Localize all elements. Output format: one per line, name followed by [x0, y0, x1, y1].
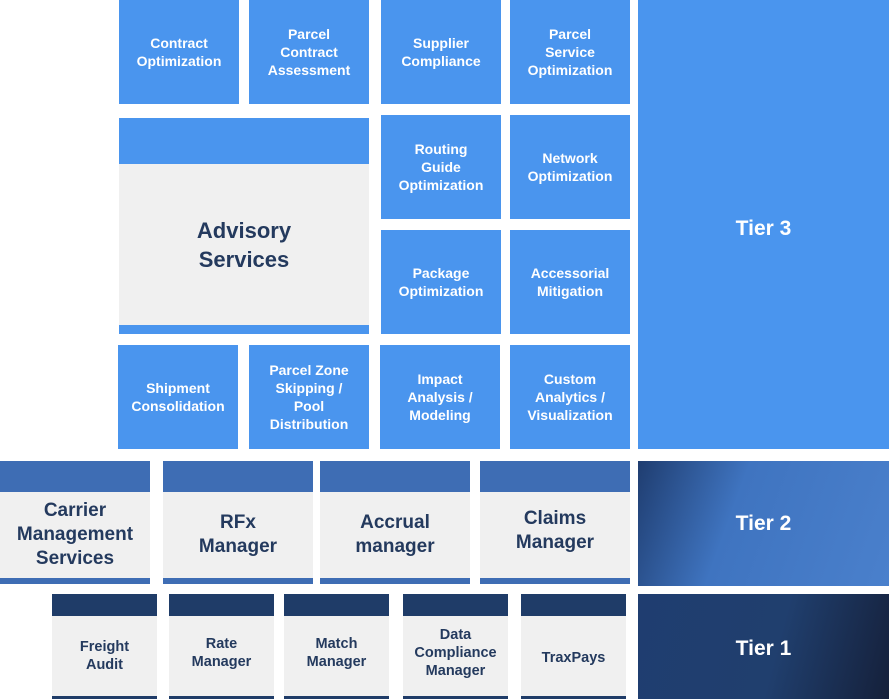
- tier1-data-compliance-manager: Data Compliance Manager: [403, 616, 508, 696]
- tier1-freight-audit: Freight Audit: [52, 616, 157, 696]
- tier3-label: Tier 3: [735, 216, 792, 240]
- tier1-match-manager: Match Manager: [284, 616, 389, 696]
- tier3-label-box: Tier 3: [638, 0, 889, 449]
- advisory-services-label: Advisory Services: [196, 217, 292, 272]
- tier1-item-bottom-bar: [52, 696, 157, 699]
- tier2-accrual-manager: Accrual manager: [320, 492, 470, 578]
- tile-label: Contract Optimization: [136, 35, 222, 69]
- tier2-item-top-bar: [480, 461, 630, 492]
- tier1-label-box: Tier 1: [638, 594, 889, 699]
- tile-parcel-contract-assessment: Parcel Contract Assessment: [249, 0, 369, 104]
- tier1-item-bottom-bar: [169, 696, 274, 699]
- tier2-item-bottom-bar: [320, 578, 470, 584]
- tier1-item-label: Rate Manager: [191, 636, 252, 670]
- tile-label: Parcel Service Optimization: [527, 26, 613, 78]
- tier1-traxpays: TraxPays: [521, 616, 626, 696]
- tier2-label: Tier 2: [735, 511, 792, 535]
- tier2-item-top-bar: [163, 461, 313, 492]
- tile-label: Parcel Zone Skipping / Pool Distribution: [269, 362, 349, 432]
- tile-label: Supplier Compliance: [401, 35, 481, 69]
- tier2-carrier-management: Carrier Management Services: [0, 492, 150, 578]
- tile-package-optimization: Package Optimization: [381, 230, 501, 334]
- tier1-item-top-bar: [284, 594, 389, 616]
- advisory-services-panel: Advisory Services: [119, 164, 369, 325]
- tier1-item-top-bar: [403, 594, 508, 616]
- tile-accessorial-mitigation: Accessorial Mitigation: [510, 230, 630, 334]
- tile-label: Parcel Contract Assessment: [267, 26, 351, 78]
- tier2-rfx-manager: RFx Manager: [163, 492, 313, 578]
- tier2-item-top-bar: [320, 461, 470, 492]
- tile-label: Shipment Consolidation: [131, 380, 225, 414]
- tile-parcel-service-optimization: Parcel Service Optimization: [510, 0, 630, 104]
- tier1-item-top-bar: [521, 594, 626, 616]
- tier2-item-label: RFx Manager: [198, 512, 278, 557]
- tile-impact-analysis: Impact Analysis / Modeling: [380, 345, 500, 449]
- tier1-item-bottom-bar: [403, 696, 508, 699]
- tier1-item-label: Data Compliance Manager: [414, 627, 497, 679]
- tile-custom-analytics: Custom Analytics / Visualization: [510, 345, 630, 449]
- tier2-claims-manager: Claims Manager: [480, 492, 630, 578]
- tier1-item-top-bar: [169, 594, 274, 616]
- tier1-label: Tier 1: [735, 636, 792, 660]
- tile-label: Network Optimization: [527, 150, 613, 184]
- tier1-item-bottom-bar: [521, 696, 626, 699]
- tile-label: Impact Analysis / Modeling: [407, 371, 473, 423]
- tile-label: Package Optimization: [398, 265, 484, 299]
- tile-routing-guide-optimization: Routing Guide Optimization: [381, 115, 501, 219]
- tier2-label-box: Tier 2: [638, 461, 889, 586]
- tier1-item-top-bar: [52, 594, 157, 616]
- tile-contract-optimization: Contract Optimization: [119, 0, 239, 104]
- tile-label: Routing Guide Optimization: [398, 141, 484, 193]
- tier1-item-label: Match Manager: [306, 636, 367, 670]
- tier2-item-bottom-bar: [480, 578, 630, 584]
- tile-network-optimization: Network Optimization: [510, 115, 630, 219]
- tile-shipment-consolidation: Shipment Consolidation: [118, 345, 238, 449]
- tier2-item-bottom-bar: [0, 578, 150, 584]
- advisory-top-bar: [119, 118, 369, 164]
- advisory-bottom-bar: [119, 325, 369, 334]
- tier2-item-label: Accrual manager: [355, 512, 435, 557]
- tile-label: Custom Analytics / Visualization: [527, 371, 613, 423]
- tile-supplier-compliance: Supplier Compliance: [381, 0, 501, 104]
- tier2-item-label: Carrier Management Services: [16, 500, 134, 569]
- tier2-item-top-bar: [0, 461, 150, 492]
- tier1-item-bottom-bar: [284, 696, 389, 699]
- tier1-rate-manager: Rate Manager: [169, 616, 274, 696]
- tier1-item-label: TraxPays: [541, 650, 606, 666]
- tier1-item-label: Freight Audit: [79, 639, 130, 673]
- tile-parcel-zone-skipping: Parcel Zone Skipping / Pool Distribution: [249, 345, 369, 449]
- tier2-item-bottom-bar: [163, 578, 313, 584]
- tile-label: Accessorial Mitigation: [530, 265, 610, 299]
- tier2-item-label: Claims Manager: [515, 508, 595, 553]
